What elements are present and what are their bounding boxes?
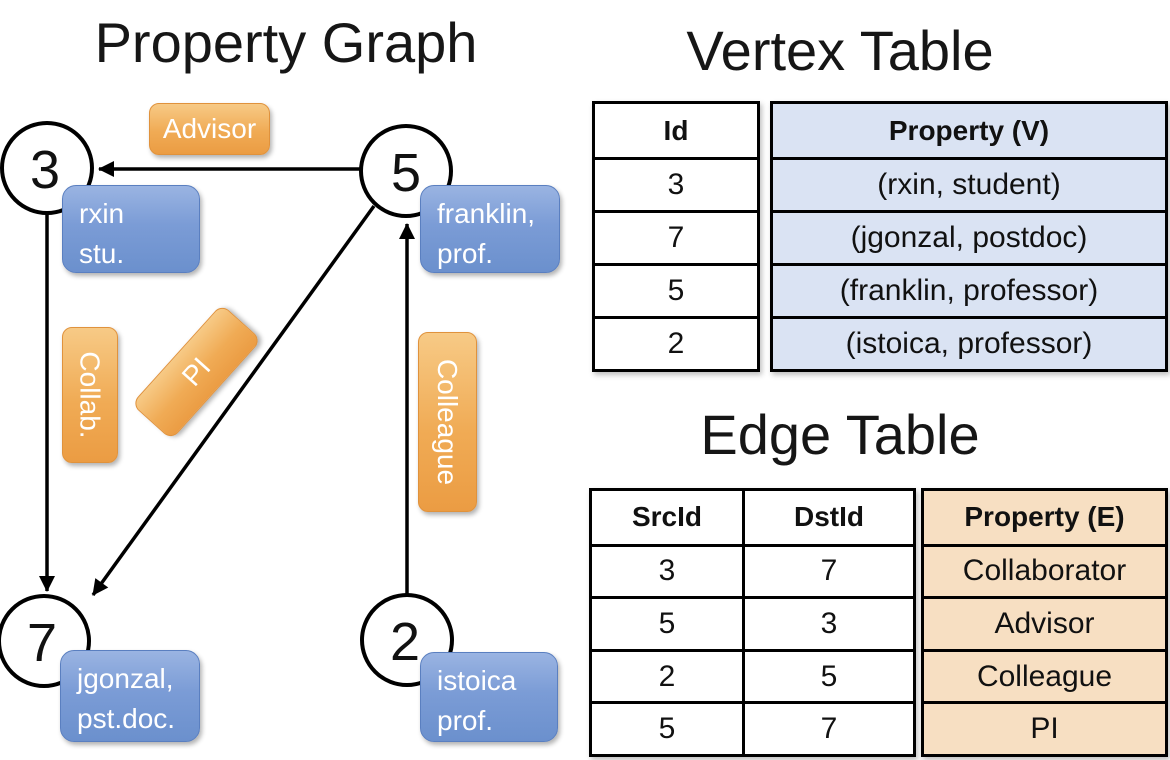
vertex-table-id-column: Id 3 7 5 2 bbox=[592, 101, 760, 372]
table-cell: 5 bbox=[592, 701, 742, 754]
vertex-id-3: 3 bbox=[29, 140, 61, 200]
table-cell: (jgonzal, postdoc) bbox=[773, 210, 1165, 263]
table-cell: 7 bbox=[742, 543, 913, 597]
table-cell: 7 bbox=[595, 210, 757, 263]
table-cell: 3 bbox=[592, 543, 742, 597]
table-cell: 5 bbox=[742, 648, 913, 702]
vertex-label-line: stu. bbox=[79, 237, 125, 269]
table-cell: 3 bbox=[742, 596, 913, 649]
column-header: DstId bbox=[742, 491, 913, 544]
edge-label-text: PI bbox=[175, 351, 217, 392]
table-cell: Advisor bbox=[924, 596, 1165, 649]
table-cell: 5 bbox=[595, 263, 757, 316]
vertex-label-box-2: istoica prof. bbox=[420, 652, 558, 742]
edge-table-property-column: Property (E) Collaborator Advisor Collea… bbox=[921, 488, 1168, 757]
vertex-id-7: 7 bbox=[26, 613, 58, 673]
edge-table-id-columns: SrcId DstId 3 7 5 3 2 5 5 7 bbox=[589, 488, 916, 757]
table-cell: 7 bbox=[742, 701, 913, 754]
table-cell: (rxin, student) bbox=[773, 157, 1165, 210]
table-cell: 2 bbox=[592, 648, 742, 702]
edge-label-advisor: Advisor bbox=[149, 103, 270, 155]
edge-table-title: Edge Table bbox=[700, 403, 980, 466]
edge-label-text: Advisor bbox=[162, 113, 257, 144]
table-cell: (istoica, professor) bbox=[773, 316, 1165, 369]
vertex-label-line: rxin bbox=[79, 198, 125, 229]
vertex-label-line: istoica bbox=[437, 665, 517, 696]
column-header: Id bbox=[663, 114, 689, 146]
vertex-label-line: franklin, bbox=[437, 198, 536, 229]
vertex-label-box-3: rxin stu. bbox=[62, 185, 200, 273]
edge-5-7-pi bbox=[91, 204, 376, 597]
vertex-label-line: prof. bbox=[437, 704, 494, 736]
edge-label-colleague: Colleague bbox=[418, 332, 477, 512]
table-cell: PI bbox=[924, 701, 1165, 754]
table-cell: 2 bbox=[595, 316, 757, 369]
table-cell: 5 bbox=[592, 596, 742, 649]
vertex-label-box-5: franklin, prof. bbox=[420, 185, 560, 273]
edge-label-text: Colleague bbox=[432, 358, 464, 486]
edge-label-text: Collab. bbox=[75, 351, 107, 439]
table-cell: 3 bbox=[595, 157, 757, 210]
vertex-id-2: 2 bbox=[389, 612, 421, 672]
column-header: Property (E) bbox=[924, 491, 1165, 544]
column-header: SrcId bbox=[631, 501, 703, 533]
property-graph-title: Property Graph bbox=[94, 11, 478, 74]
vertex-table-property-column: Property (V) (rxin, student) (jgonzal, p… bbox=[770, 101, 1168, 372]
table-cell: (franklin, professor) bbox=[773, 263, 1165, 316]
vertex-table-title: Vertex Table bbox=[686, 19, 994, 82]
edge-label-collaborator: Collab. bbox=[62, 327, 118, 463]
vertex-id-5: 5 bbox=[390, 143, 422, 203]
vertex-label-box-7: jgonzal, pst.doc. bbox=[60, 650, 200, 742]
table-cell: Colleague bbox=[924, 648, 1165, 702]
column-header: Property (V) bbox=[773, 104, 1165, 157]
vertex-label-line: pst.doc. bbox=[77, 702, 176, 734]
vertex-label-line: jgonzal, bbox=[77, 663, 174, 694]
vertex-label-line: prof. bbox=[437, 237, 494, 269]
table-cell: Collaborator bbox=[924, 543, 1165, 597]
